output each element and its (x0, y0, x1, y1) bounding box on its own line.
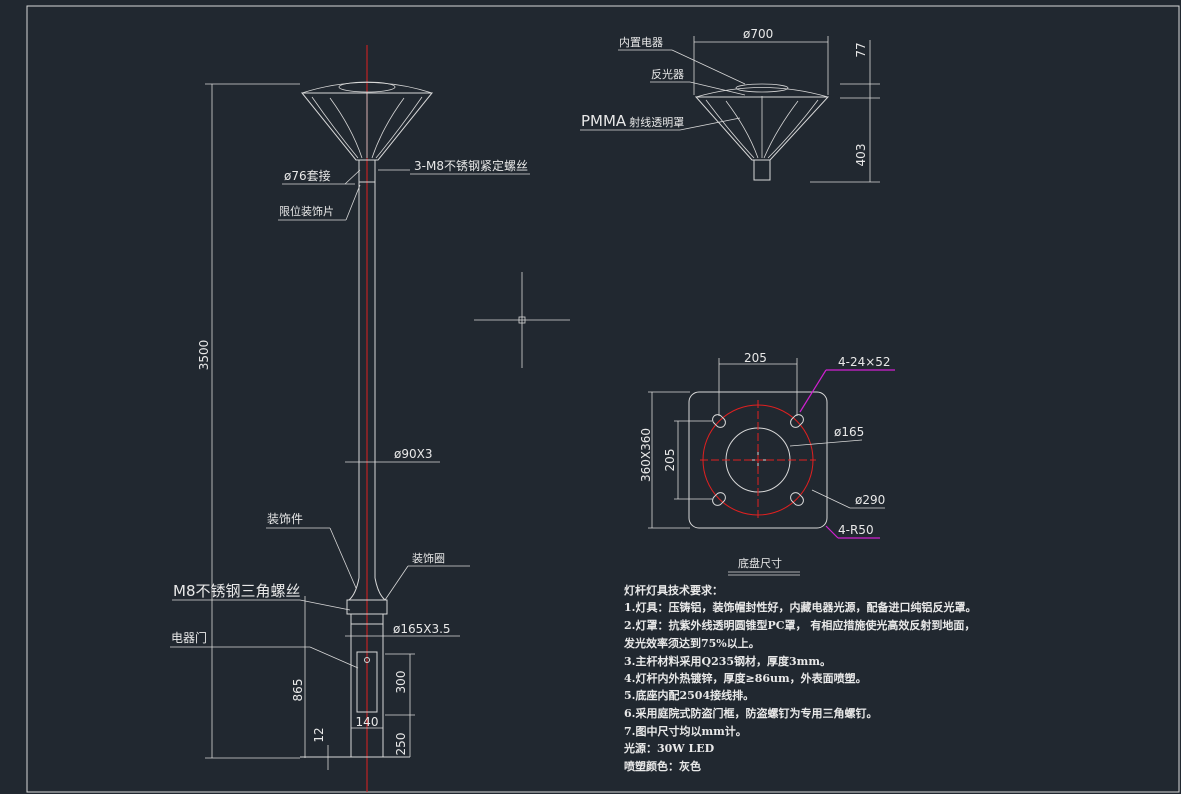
notes-line-3: 发光效率须达到75%以上。 (623, 636, 760, 650)
bolt-hole-br (790, 492, 804, 506)
label-reflector: 反光器 (651, 67, 684, 81)
pole-elevation: 3500 865 12 300 250 140 ø90X3 ø165X3.5 ø… (170, 45, 530, 792)
dim-base-tube: ø165X3.5 (393, 622, 451, 636)
label-decor-ring: 装饰圈 (412, 551, 445, 565)
base-plate-caption: 底盘尺寸 (738, 556, 782, 570)
notes-line-5: 4.灯杆内外热镀锌，厚度≥86um，外表面喷塑。 (624, 671, 867, 685)
bolt-hole-tl (712, 414, 726, 428)
bolt-hole-bl (712, 492, 726, 506)
base-plate-outline (688, 391, 828, 529)
electric-door (356, 651, 378, 713)
lamp-shade (300, 92, 434, 161)
dim-12: 12 (312, 727, 326, 742)
dim-77: 77 (854, 42, 868, 57)
bolt-hole-tr (790, 414, 804, 428)
drawing-frame (26, 5, 1180, 793)
label-decor-piece: 装饰件 (267, 512, 303, 526)
label-bolt-holes: 4-24×52 (838, 355, 891, 369)
label-limit-piece: 限位装饰片 (279, 204, 334, 218)
dim-shaft: ø90X3 (394, 447, 432, 461)
label-triangle-screw: M8不锈钢三角螺丝 (173, 582, 301, 600)
notes-line-9: 光源：30W LED (623, 741, 715, 755)
dim-outer-circle: ø290 (855, 493, 885, 507)
label-lamp-flange: ø76套接 (284, 168, 331, 183)
notes-line-7: 6.采用庭院式防盗门框，防盗螺钉为专用三角螺钉。 (624, 706, 877, 720)
dim-plate-size: 360X360 (639, 428, 653, 482)
notes-line-1: 1.灯具：压铸铝，装饰帽封性好，内藏电器光源，配备进口纯铝反光罩。 (624, 600, 976, 614)
label-corner-radius: 4-R50 (838, 523, 874, 537)
dim-865: 865 (291, 679, 305, 702)
dim-250: 250 (394, 733, 408, 756)
crosshair-cursor (474, 272, 570, 368)
dim-lamp-width: ø700 (743, 27, 773, 41)
dim-140: 140 (356, 715, 379, 729)
notes-title: 灯杆灯具技术要求： (624, 583, 723, 597)
dim-hole-spacing-h: 205 (744, 351, 767, 365)
notes-line-10: 喷塑颜色：灰色 (624, 759, 701, 773)
notes-line-4: 3.主杆材料采用Q235钢材，厚度3mm。 (624, 654, 831, 668)
label-lamp-screw: 3-M8不锈钢紧定螺丝 (414, 158, 528, 173)
label-internal-electric: 内置电器 (619, 35, 663, 49)
notes-line-2: 2.灯罩：抗紫外线透明圆锥型PC罩， 有相应措施使光高效反射到地面， (624, 618, 975, 632)
base-plate: 205 360X360 205 4-24×52 ø165 ø290 4-R50 … (639, 351, 895, 576)
technical-notes: 灯杆灯具技术要求： 1.灯具：压铸铝，装饰帽封性好，内藏电器光源，配备进口纯铝反… (623, 583, 976, 773)
dim-300: 300 (394, 671, 408, 694)
dim-height-3500: 3500 (197, 340, 211, 371)
notes-line-6: 5.底座内配2504接线排。 (624, 688, 754, 702)
dim-inner-circle: ø165 (834, 425, 864, 439)
notes-line-8: 7.图中尺寸均以mm计。 (624, 724, 747, 738)
label-electric-door: 电器门 (171, 630, 207, 645)
dim-403: 403 (854, 144, 868, 167)
dim-hole-spacing-v: 205 (663, 449, 677, 472)
